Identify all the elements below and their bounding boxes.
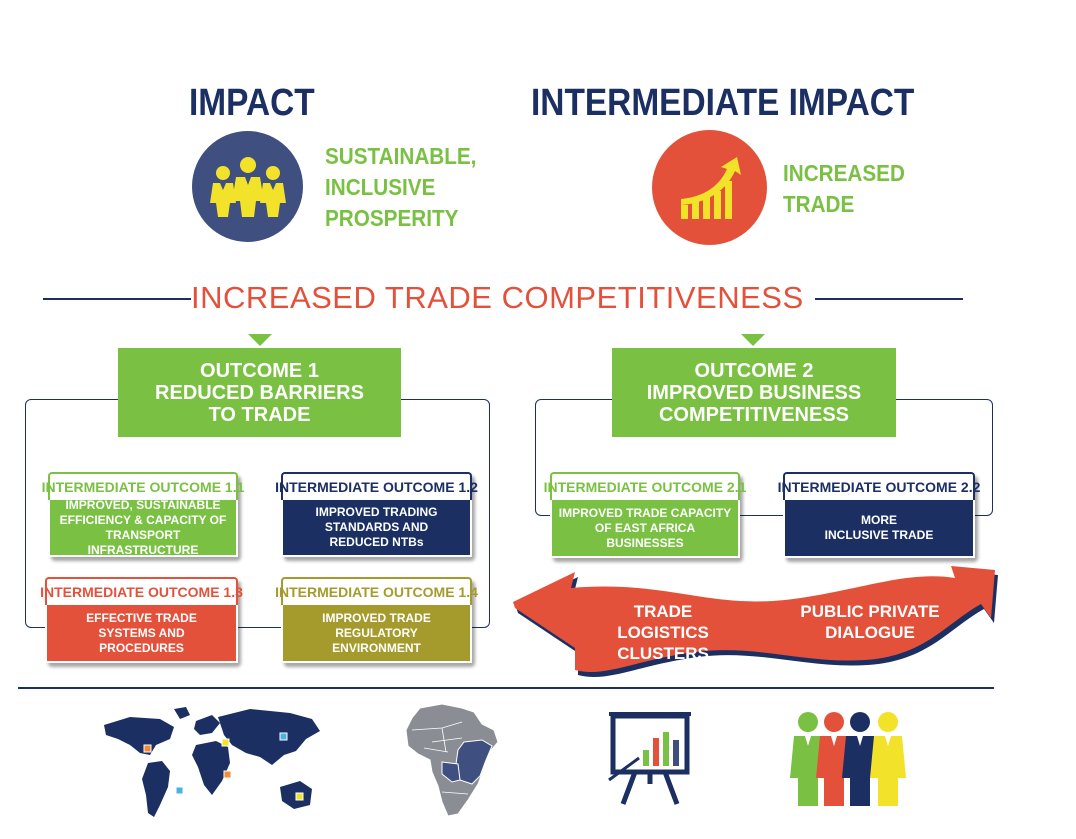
io-heading: INTERMEDIATE OUTCOME 2.2 [778, 472, 980, 500]
outcome2-box: OUTCOME 2 IMPROVED BUSINESS COMPETITIVEN… [612, 348, 896, 437]
io-body: MORE INCLUSIVE TRADE [783, 500, 975, 558]
io-line: EFFICIENCY & CAPACITY OF [59, 512, 227, 527]
io-line: IMPROVED TRADE CAPACITY [558, 505, 732, 520]
io-body: IMPROVED TRADE CAPACITY OF EAST AFRICA B… [550, 500, 740, 558]
io-heading: INTERMEDIATE OUTCOME 1.1 [42, 472, 244, 500]
arrow-label-left: TRADE LOGISTICS CLUSTERS [588, 601, 738, 664]
intermediate-outcome-1-4: INTERMEDIATE OUTCOME 1.4 IMPROVED TRADE … [275, 577, 478, 663]
io-line: IMPROVED TRADE [322, 610, 431, 625]
io-heading: INTERMEDIATE OUTCOME 1.4 [275, 577, 478, 605]
io-line: INCLUSIVE TRADE [824, 528, 934, 542]
io-line: IMPROVED, SUSTAINABLE [65, 497, 221, 512]
arrow-line: PUBLIC PRIVATE [800, 602, 940, 621]
outcome2-line: COMPETITIVENESS [658, 403, 850, 426]
io-line: REDUCED NTBs [329, 535, 424, 549]
intermediate-outcome-1-3: INTERMEDIATE OUTCOME 1.3 EFFECTIVE TRADE… [40, 577, 243, 663]
impact-circle [192, 131, 303, 242]
banner-title: INCREASED TRADE COMPETITIVENESS [191, 280, 804, 315]
io-line: REGULATORY [335, 625, 418, 640]
io-line: PROCEDURES [99, 640, 184, 655]
impact-text: SUSTAINABLE, INCLUSIVE PROSPERITY [325, 141, 476, 234]
impact-title: IMPACT [189, 82, 315, 124]
io-heading: INTERMEDIATE OUTCOME 2.1 [544, 472, 746, 500]
io-heading: INTERMEDIATE OUTCOME 1.3 [40, 577, 243, 605]
intermediate-outcome-1-1: INTERMEDIATE OUTCOME 1.1 IMPROVED, SUSTA… [42, 472, 244, 557]
io-line: MORE [861, 513, 897, 527]
io-body: IMPROVED TRADING STANDARDS AND REDUCED N… [281, 500, 472, 557]
io-line: SYSTEMS AND [98, 625, 185, 640]
outcome1-line: TO TRADE [208, 403, 311, 426]
intermediate-outcome-2-1: INTERMEDIATE OUTCOME 2.1 IMPROVED TRADE … [544, 472, 746, 558]
io-heading: INTERMEDIATE OUTCOME 1.2 [275, 472, 478, 500]
intermediate-outcome-2-2: INTERMEDIATE OUTCOME 2.2 MORE INCLUSIVE … [778, 472, 980, 558]
intermediate-impact-line: TRADE [783, 191, 855, 217]
io-line: BUSINESSES [606, 535, 684, 550]
arrow-label-right: PUBLIC PRIVATE DIALOGUE [795, 601, 945, 643]
presentation-board-icon [608, 712, 691, 805]
bottom-rule [18, 687, 994, 689]
outcome2-pointer [741, 334, 765, 346]
team-icon [790, 712, 906, 806]
banner-rule-right [815, 298, 963, 300]
people-icon [209, 156, 286, 217]
io-line: TRANSPORT INFRASTRUCTURE [87, 527, 199, 557]
io-line: EFFECTIVE TRADE [86, 610, 197, 625]
io-line: ENVIRONMENT [332, 640, 421, 655]
outcome1-line: REDUCED BARRIERS [155, 381, 364, 404]
outcome2-line: OUTCOME 2 [694, 359, 814, 382]
wavy-double-arrow [513, 566, 998, 678]
intermediate-impact-line: INCREASED [783, 160, 905, 186]
outcome1-line: OUTCOME 1 [200, 359, 319, 382]
intermediate-impact-circle [652, 130, 767, 245]
africa-map-icon [405, 703, 499, 817]
outcome1-pointer [248, 334, 272, 346]
banner-rule-left [43, 298, 191, 300]
world-map-icon [104, 707, 320, 817]
growth-chart-icon [680, 156, 741, 219]
impact-line: PROSPERITY [325, 205, 459, 231]
outcome2-line: IMPROVED BUSINESS [646, 381, 862, 404]
arrow-line: DIALOGUE [825, 623, 915, 642]
io-line: STANDARDS AND [324, 520, 429, 534]
impact-line: INCLUSIVE [325, 174, 436, 200]
impact-line: SUSTAINABLE, [325, 143, 477, 169]
io-line: OF EAST AFRICA [594, 520, 696, 535]
arrow-line: CLUSTERS [617, 644, 709, 663]
intermediate-impact-title: INTERMEDIATE IMPACT [531, 82, 915, 124]
outcome1-box: OUTCOME 1 REDUCED BARRIERS TO TRADE [118, 348, 401, 437]
io-body: EFFECTIVE TRADE SYSTEMS AND PROCEDURES [45, 605, 238, 663]
io-line: IMPROVED TRADING [315, 505, 438, 519]
io-body: IMPROVED TRADE REGULATORY ENVIRONMENT [281, 605, 472, 663]
io-body: IMPROVED, SUSTAINABLE EFFICIENCY & CAPAC… [48, 497, 238, 557]
intermediate-outcome-1-2: INTERMEDIATE OUTCOME 1.2 IMPROVED TRADIN… [275, 472, 478, 557]
arrow-line: TRADE LOGISTICS [617, 602, 709, 642]
intermediate-impact-text: INCREASED TRADE [783, 158, 905, 220]
